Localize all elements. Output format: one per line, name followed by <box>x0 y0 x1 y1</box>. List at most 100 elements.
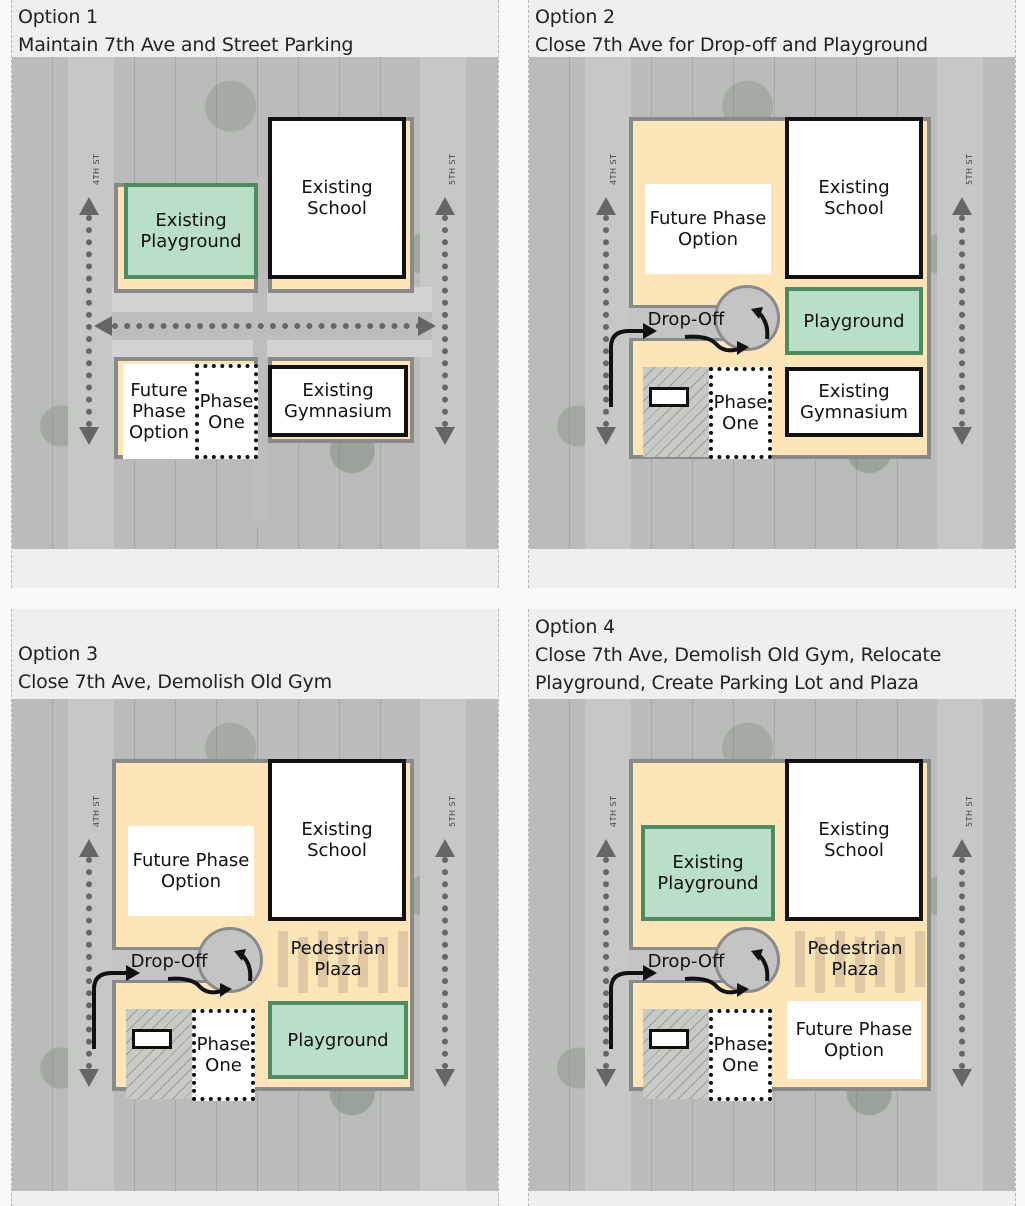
option-4-panel: Option 4 Close 7th Ave, Demolish Old Gym… <box>528 609 1016 1206</box>
building-footprint <box>649 387 689 407</box>
existing-gymnasium: Existing Gymnasium <box>785 367 923 437</box>
option-4-title-line-2: Playground, Create Parking Lot and Plaza <box>535 672 919 694</box>
existing-playground: Existing Playground <box>641 825 775 921</box>
arrow-5th-st <box>959 215 965 427</box>
arrow-up-icon <box>435 839 455 857</box>
pedestrian-plaza: Pedestrian Plaza <box>807 938 903 980</box>
plaza-paving <box>915 931 925 987</box>
option-1-number: Option 1 <box>18 6 98 28</box>
existing-school: Existing School <box>268 759 406 921</box>
playground: Playground <box>785 287 923 355</box>
arrow-7th-ave <box>112 323 422 329</box>
arrow-4th-st <box>603 857 609 1069</box>
street-label-5th: 5TH ST <box>965 795 974 828</box>
building-footprint <box>132 1029 172 1049</box>
existing-school: Existing School <box>268 117 406 279</box>
street-label-4th: 4TH ST <box>609 153 618 186</box>
future-phase-option: Future Phase Option <box>128 826 254 916</box>
plaza-paving <box>378 937 388 993</box>
arrow-down-icon <box>435 1069 455 1087</box>
drop-off-bulb <box>714 927 780 993</box>
option-2-panel: Option 2 Close 7th Ave for Drop-off and … <box>528 0 1016 588</box>
arrow-down-icon <box>79 427 99 445</box>
option-2-map: 4TH ST 5TH ST Future Phase Option Existi… <box>529 57 1015 549</box>
option-1-panel: Option 1 Maintain 7th Ave and Street Par… <box>11 0 499 588</box>
arrow-up-icon <box>79 197 99 215</box>
drop-off-arrows-icon <box>609 949 770 1049</box>
parking-hatch <box>643 367 709 457</box>
arrow-5th-st <box>442 857 448 1069</box>
arrow-down-icon <box>596 1069 616 1087</box>
arrow-down-icon <box>596 427 616 445</box>
street-label-5th: 5TH ST <box>965 153 974 186</box>
future-phase-option: Future Phase Option <box>123 364 195 459</box>
future-phase-option: Future Phase Option <box>787 1001 921 1079</box>
option-4-title-line-1: Close 7th Ave, Demolish Old Gym, Relocat… <box>535 644 942 666</box>
arrow-up-icon <box>596 839 616 857</box>
drop-off-label: Drop-Off <box>647 950 725 972</box>
plaza-paving <box>875 931 885 987</box>
phase-one: Phase One <box>192 1009 255 1101</box>
option-4-map: 4TH ST 5TH ST Existing Playground Existi… <box>529 699 1015 1191</box>
plaza-paving <box>855 937 865 993</box>
arrow-4th-st <box>603 215 609 427</box>
arrow-left-icon <box>94 316 112 336</box>
street-label-4th: 4TH ST <box>92 153 101 186</box>
arrow-4th-st <box>86 215 92 427</box>
phase-one: Phase One <box>709 367 772 459</box>
option-1-map: 4TH ST 5TH ST Existing Playground Existi… <box>12 57 498 549</box>
plaza-paving <box>338 937 348 993</box>
option-4-number: Option 4 <box>535 616 615 638</box>
arrow-down-icon <box>952 427 972 445</box>
street-label-4th: 4TH ST <box>92 795 101 828</box>
option-3-number: Option 3 <box>18 643 98 665</box>
drop-off-arrows-icon <box>609 307 770 407</box>
option-3-title: Close 7th Ave, Demolish Old Gym <box>18 671 332 693</box>
parking-hatch <box>126 1009 192 1099</box>
playground: Playground <box>268 1001 408 1079</box>
existing-playground: Existing Playground <box>124 183 258 279</box>
drop-off-arrows-icon <box>92 949 253 1049</box>
existing-gymnasium: Existing Gymnasium <box>268 365 408 437</box>
existing-school: Existing School <box>785 117 923 279</box>
plaza-paving <box>895 937 905 993</box>
arrow-down-icon <box>435 427 455 445</box>
arrow-up-icon <box>435 197 455 215</box>
existing-school: Existing School <box>785 759 923 921</box>
arrow-up-icon <box>952 197 972 215</box>
option-1-title: Maintain 7th Ave and Street Parking <box>18 34 354 56</box>
option-2-title: Close 7th Ave for Drop-off and Playgroun… <box>535 34 928 56</box>
arrow-down-icon <box>79 1069 99 1087</box>
plaza-paving <box>398 931 408 987</box>
plaza-paving <box>795 931 805 987</box>
street-label-5th: 5TH ST <box>448 153 457 186</box>
drop-off-bulb <box>714 285 780 351</box>
drop-off-label: Drop-Off <box>647 308 725 330</box>
street-label-4th: 4TH ST <box>609 795 618 828</box>
drop-off-label: Drop-Off <box>130 950 208 972</box>
arrow-up-icon <box>952 839 972 857</box>
pedestrian-plaza: Pedestrian Plaza <box>290 938 386 980</box>
arrow-5th-st <box>442 215 448 427</box>
phase-one: Phase One <box>709 1009 772 1101</box>
parking-hatch <box>643 1009 709 1099</box>
plaza-paving <box>298 937 308 993</box>
arrow-up-icon <box>79 839 99 857</box>
arrow-5th-st <box>959 857 965 1069</box>
arrow-up-icon <box>596 197 616 215</box>
plaza-paving <box>278 931 288 987</box>
future-phase-option: Future Phase Option <box>645 184 771 274</box>
plaza-paving <box>835 931 845 987</box>
plaza-paving <box>318 931 328 987</box>
option-3-map: 4TH ST 5TH ST Future Phase Option Existi… <box>12 699 498 1191</box>
arrow-right-icon <box>418 316 436 336</box>
drop-off-bulb <box>197 927 263 993</box>
arrow-down-icon <box>952 1069 972 1087</box>
plaza-paving <box>358 931 368 987</box>
phase-one: Phase One <box>195 364 258 459</box>
arrow-4th-st <box>86 857 92 1069</box>
option-2-number: Option 2 <box>535 6 615 28</box>
option-3-panel: Option 3 Close 7th Ave, Demolish Old Gym… <box>11 609 499 1206</box>
street-label-5th: 5TH ST <box>448 795 457 828</box>
plaza-paving <box>815 937 825 993</box>
